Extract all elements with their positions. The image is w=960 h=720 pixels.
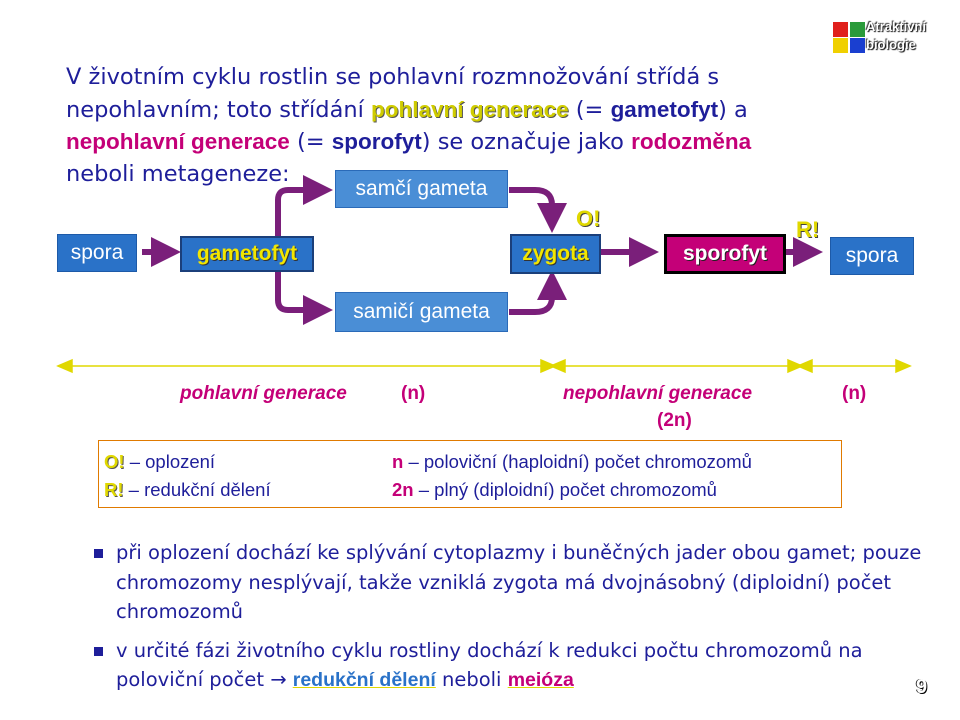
legend-haploidni: n – poloviční (haploidní) počet chromozo…	[392, 451, 752, 473]
logo-line-1: Atraktivní	[866, 19, 926, 34]
legend-2n-text: – plný (diploidní) počet chromozomů	[413, 479, 717, 500]
bullet-marker	[94, 646, 103, 656]
bullet-2-text: v určité fázi životního cyklu rostliny d…	[116, 638, 863, 692]
term-meioza: meióza	[507, 669, 574, 691]
intro-text-1: V životním cyklu rostlin se pohlavní roz…	[66, 64, 720, 123]
bullet-item-oplozeni: při oplození dochází ke splývání cytopla…	[94, 538, 934, 627]
logo-square-yellow	[833, 38, 848, 53]
legend-o-key: O!	[104, 451, 125, 472]
bullet-2-or: neboli	[435, 668, 508, 691]
arrow-gametofyt-samci	[275, 175, 333, 238]
term-pohlavni-generace: pohlavní generace	[371, 96, 569, 122]
term-nepohlavni-generace: nepohlavní generace	[66, 129, 290, 154]
label-pohlavni-n: (n)	[401, 383, 426, 404]
box-spora-left: spora	[57, 234, 137, 272]
legend-redukcni-deleni: R! – redukční dělení	[104, 479, 271, 501]
logo-square-red	[833, 22, 848, 37]
mark-r-redukce: R!	[796, 217, 820, 242]
term-sporofyt: sporofyt	[331, 129, 422, 154]
legend-2n-key: 2n	[392, 479, 414, 500]
logo-square-green	[850, 22, 865, 37]
legend-r-text: – redukční dělení	[123, 479, 271, 500]
intro-text-3: ) a	[718, 96, 748, 123]
box-samici-gameta: samičí gameta	[335, 292, 508, 332]
logo-line-2: biologie	[866, 37, 916, 52]
intro-text-2: (=	[568, 96, 611, 123]
legend-diploidni: 2n – plný (diploidní) počet chromozomů	[392, 479, 717, 501]
box-spora-right: spora	[830, 237, 914, 275]
bullet-1-text: při oplození dochází ke splývání cytopla…	[116, 541, 922, 623]
box-sporofyt: sporofyt	[664, 234, 786, 274]
label-pohlavni-generace: pohlavní generace	[180, 383, 347, 404]
arrow-gametofyt-samici	[275, 270, 333, 325]
term-redukcni-deleni: redukční dělení	[292, 669, 436, 691]
label-nepohlavni-2n: (2n)	[657, 410, 692, 431]
logo-square-blue	[850, 38, 865, 53]
box-samci-gameta: samčí gameta	[335, 170, 508, 208]
label-nepohlavni-generace: nepohlavní generace	[563, 383, 753, 404]
bullet-list: při oplození dochází ke splývání cytopla…	[94, 538, 934, 705]
right-arrow-icon: →	[270, 668, 287, 691]
intro-paragraph: V životním cyklu rostlin se pohlavní roz…	[66, 62, 786, 190]
intro-text-4: (=	[289, 129, 332, 155]
legend-n-key: n	[392, 451, 404, 472]
page-number: 9	[916, 676, 928, 698]
legend-n-text: – poloviční (haploidní) počet chromozomů	[403, 451, 752, 472]
generation-span-line	[56, 358, 912, 374]
legend-o-text: – oplození	[124, 451, 216, 472]
intro-text-6: neboli metageneze:	[66, 160, 290, 187]
bullet-item-redukce: v určité fázi životního cyklu rostliny d…	[94, 636, 934, 696]
box-zygota: zygota	[510, 234, 601, 274]
label-nepohlavni-n: (n)	[842, 383, 867, 404]
bullet-marker	[94, 549, 103, 558]
arrow-samici-zygota	[509, 270, 567, 315]
legend-r-key: R!	[104, 479, 124, 500]
term-rodozmena: rodozměna	[631, 129, 752, 154]
legend-oplozeni: O! – oplození	[104, 451, 215, 473]
arrow-samci-zygota	[509, 187, 567, 233]
legend-box	[98, 440, 842, 508]
mark-o-oplozeni: O!	[576, 206, 601, 231]
term-gametofyt: gametofyt	[610, 96, 719, 122]
intro-text-5: ) se označuje jako	[421, 129, 632, 155]
box-gametofyt: gametofyt	[180, 236, 314, 272]
